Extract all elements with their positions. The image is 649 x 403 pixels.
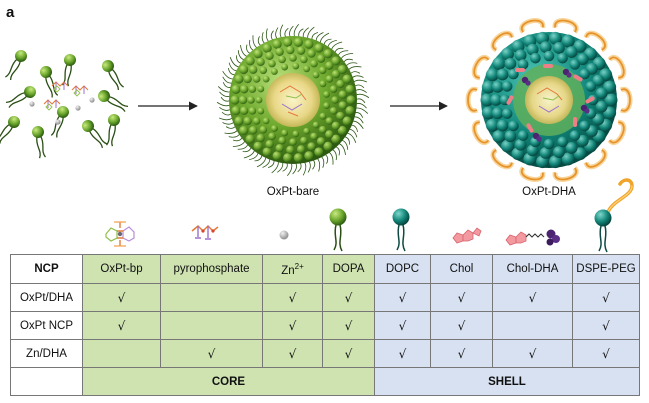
check-mark: √ xyxy=(207,346,216,361)
table-cell: √ xyxy=(82,311,161,340)
check-mark: √ xyxy=(288,346,297,361)
table-cell xyxy=(492,311,573,340)
check-mark: √ xyxy=(344,346,353,361)
table-cell: √ xyxy=(160,339,263,368)
table-cell xyxy=(160,311,263,340)
table-cell: √ xyxy=(262,311,323,340)
table-cell: √ xyxy=(374,339,431,368)
table-cell: √ xyxy=(262,283,323,312)
table-row: OxPt/DHA √ √ √ √ √ √ √ xyxy=(10,283,640,312)
table-cell: √ xyxy=(492,283,573,312)
table-group-row: CORE SHELL xyxy=(10,367,640,396)
column-header-chol: Chol xyxy=(430,254,493,284)
check-mark: √ xyxy=(398,290,407,305)
table-cell: √ xyxy=(430,339,493,368)
pyrophosphate-icon xyxy=(191,224,219,240)
ncp-composition-table: NCP OxPt-bp pyrophosphate Zn2+ DOPA DOPC Chol… xyxy=(10,254,640,396)
dopc-icon xyxy=(392,208,410,252)
table-header-row: NCP OxPt-bp pyrophosphate Zn2+ DOPA DOPC Chol… xyxy=(10,254,640,284)
check-mark: √ xyxy=(602,318,610,333)
check-mark: √ xyxy=(344,290,353,305)
column-header-choldha: Chol-DHA xyxy=(492,254,573,284)
column-header-label: DOPC xyxy=(385,263,420,275)
table-cell xyxy=(82,339,161,368)
table-cell: √ xyxy=(322,311,375,340)
check-mark: √ xyxy=(457,290,466,305)
check-mark: √ xyxy=(398,318,407,333)
check-mark: √ xyxy=(528,290,537,305)
check-mark: √ xyxy=(117,318,126,333)
shell-group-label: SHELL xyxy=(374,367,640,396)
column-header-label: Chol-DHA xyxy=(506,263,559,275)
column-header-superscript: 2+ xyxy=(294,261,304,271)
dopa-icon xyxy=(329,208,347,252)
table-row: Zn/DHA √ √ √ √ √ √ √ xyxy=(10,339,640,368)
column-header-label: pyrophosphate xyxy=(173,263,250,275)
check-mark: √ xyxy=(398,346,407,361)
column-header-label: DOPA xyxy=(332,263,365,275)
group-row-empty-cell xyxy=(10,367,83,396)
oxpt-bare-particle xyxy=(216,23,370,177)
table-cell: √ xyxy=(430,311,493,340)
zn-ion-icon xyxy=(279,230,289,240)
table-cell: √ xyxy=(322,339,375,368)
table-cell: √ xyxy=(374,283,431,312)
column-header-label: OxPt-bp xyxy=(100,263,143,275)
column-header-label: Zn xyxy=(281,264,295,277)
check-mark: √ xyxy=(288,318,297,333)
table-cell: √ xyxy=(572,311,640,340)
table-cell: √ xyxy=(572,339,640,368)
check-mark: √ xyxy=(344,318,353,333)
column-header-pyro: pyrophosphate xyxy=(160,254,263,284)
column-header-dopc: DOPC xyxy=(374,254,431,284)
table-cell: √ xyxy=(322,283,375,312)
table-cell: √ xyxy=(82,283,161,312)
check-mark: √ xyxy=(602,290,610,305)
schematic-illustration xyxy=(0,18,634,253)
check-mark: √ xyxy=(457,318,466,333)
oxpt-bp-icon xyxy=(105,221,135,247)
column-header-dspe: DSPE-PEG xyxy=(572,254,640,284)
table-cell: √ xyxy=(374,311,431,340)
table-corner-header: NCP xyxy=(10,254,83,284)
check-mark: √ xyxy=(288,290,297,305)
check-mark: √ xyxy=(457,346,466,361)
table-row: OxPt NCP √ √ √ √ √ √ xyxy=(10,311,640,340)
column-header-label: DSPE-PEG xyxy=(576,263,636,275)
chol-dha-icon xyxy=(505,229,560,246)
caption-oxpt-bare: OxPt-bare xyxy=(266,186,320,198)
row-label: OxPt NCP xyxy=(10,311,83,340)
table-cell: √ xyxy=(492,339,573,368)
column-header-oxptbp: OxPt-bp xyxy=(82,254,161,284)
core-group-label: CORE xyxy=(82,367,375,396)
legend-icons xyxy=(105,178,634,253)
dspe-peg-icon xyxy=(594,178,634,253)
column-header-zn: Zn2+ xyxy=(262,254,323,284)
chol-icon xyxy=(452,227,482,244)
panel-letter: a xyxy=(6,4,15,21)
column-header-label: Chol xyxy=(449,263,474,275)
check-mark: √ xyxy=(528,346,537,361)
table-cell: √ xyxy=(262,339,323,368)
table-cell: √ xyxy=(572,283,640,312)
check-mark: √ xyxy=(602,346,610,361)
row-label: OxPt/DHA xyxy=(10,283,83,312)
oxpt-dha-particle xyxy=(465,18,633,182)
column-header-dopa: DOPA xyxy=(322,254,375,284)
caption-oxpt-dha: OxPt-DHA xyxy=(522,186,576,198)
table-cell xyxy=(160,283,263,312)
row-label: Zn/DHA xyxy=(10,339,83,368)
table-cell: √ xyxy=(430,283,493,312)
check-mark: √ xyxy=(117,290,126,305)
free-components-cluster xyxy=(0,50,129,159)
